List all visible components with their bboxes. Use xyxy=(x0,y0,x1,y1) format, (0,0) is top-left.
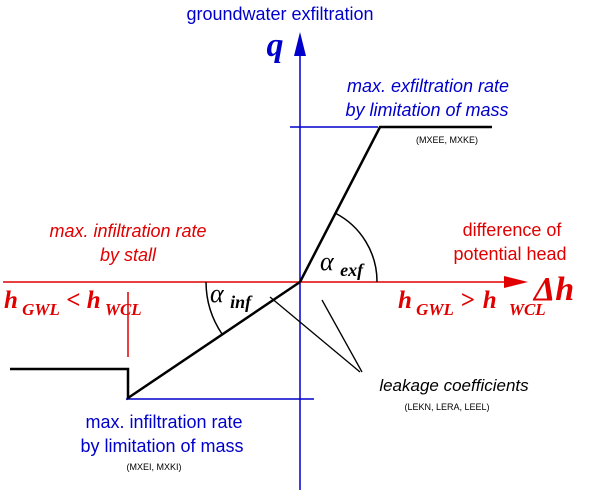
alpha-exf-symbol: α xyxy=(320,247,335,276)
max-inf-stall-line1: max. infiltration rate xyxy=(49,221,206,241)
max-inf-mass-line2: by limitation of mass xyxy=(80,436,243,456)
max-exf-label-line2: by limitation of mass xyxy=(345,100,508,120)
left-operator: < xyxy=(66,287,80,314)
infiltration-curve xyxy=(10,280,301,401)
leakage-label: leakage coefficients xyxy=(379,376,529,395)
alpha-exf-subscript: exf xyxy=(340,260,365,280)
left-sub-wcl: WCL xyxy=(105,300,142,319)
max-inf-mass-line1: max. infiltration rate xyxy=(85,412,242,432)
alpha-inf-subscript: inf xyxy=(230,292,253,312)
alpha-exf-arc xyxy=(334,212,378,283)
q-axis-arrowhead xyxy=(294,32,306,56)
q-axis-symbol: q xyxy=(267,27,284,64)
leakage-pointer-line xyxy=(269,296,361,373)
right-operator: > xyxy=(460,287,474,314)
max-inf-stall-line2: by stall xyxy=(100,245,157,265)
left-h-gwl: h xyxy=(4,287,18,314)
alpha-exf-label: α exf xyxy=(320,247,365,280)
potential-head-line1: difference of xyxy=(463,220,563,240)
left-h-wcl: h xyxy=(87,287,101,314)
max-inf-mass-params: (MXEI, MXKI) xyxy=(126,462,181,472)
leakage-pointer-line xyxy=(321,299,363,373)
exfiltration-curve xyxy=(298,125,492,283)
potential-head-line2: potential head xyxy=(453,244,566,264)
top-title: groundwater exfiltration xyxy=(186,4,373,24)
right-h-gwl: h xyxy=(398,287,412,314)
left-sub-gwl: GWL xyxy=(22,300,60,319)
right-h-wcl: h xyxy=(483,287,497,314)
alpha-inf-symbol: α xyxy=(210,279,225,308)
max-exf-params: (MXEE, MXKE) xyxy=(416,135,478,145)
right-relation: h GWL > h WCL xyxy=(398,287,546,321)
max-exf-label-line1: max. exfiltration rate xyxy=(347,76,509,96)
dh-axis-symbol: Δh xyxy=(532,271,574,308)
left-relation: h GWL < h WCL xyxy=(4,287,142,321)
leakage-params: (LEKN, LERA, LEEL) xyxy=(404,402,489,412)
right-sub-gwl: GWL xyxy=(416,300,454,319)
alpha-inf-label: α inf xyxy=(210,279,253,312)
alpha-inf-arc xyxy=(205,281,223,335)
right-sub-wcl: WCL xyxy=(509,300,546,319)
dh-axis-arrowhead xyxy=(504,276,528,288)
